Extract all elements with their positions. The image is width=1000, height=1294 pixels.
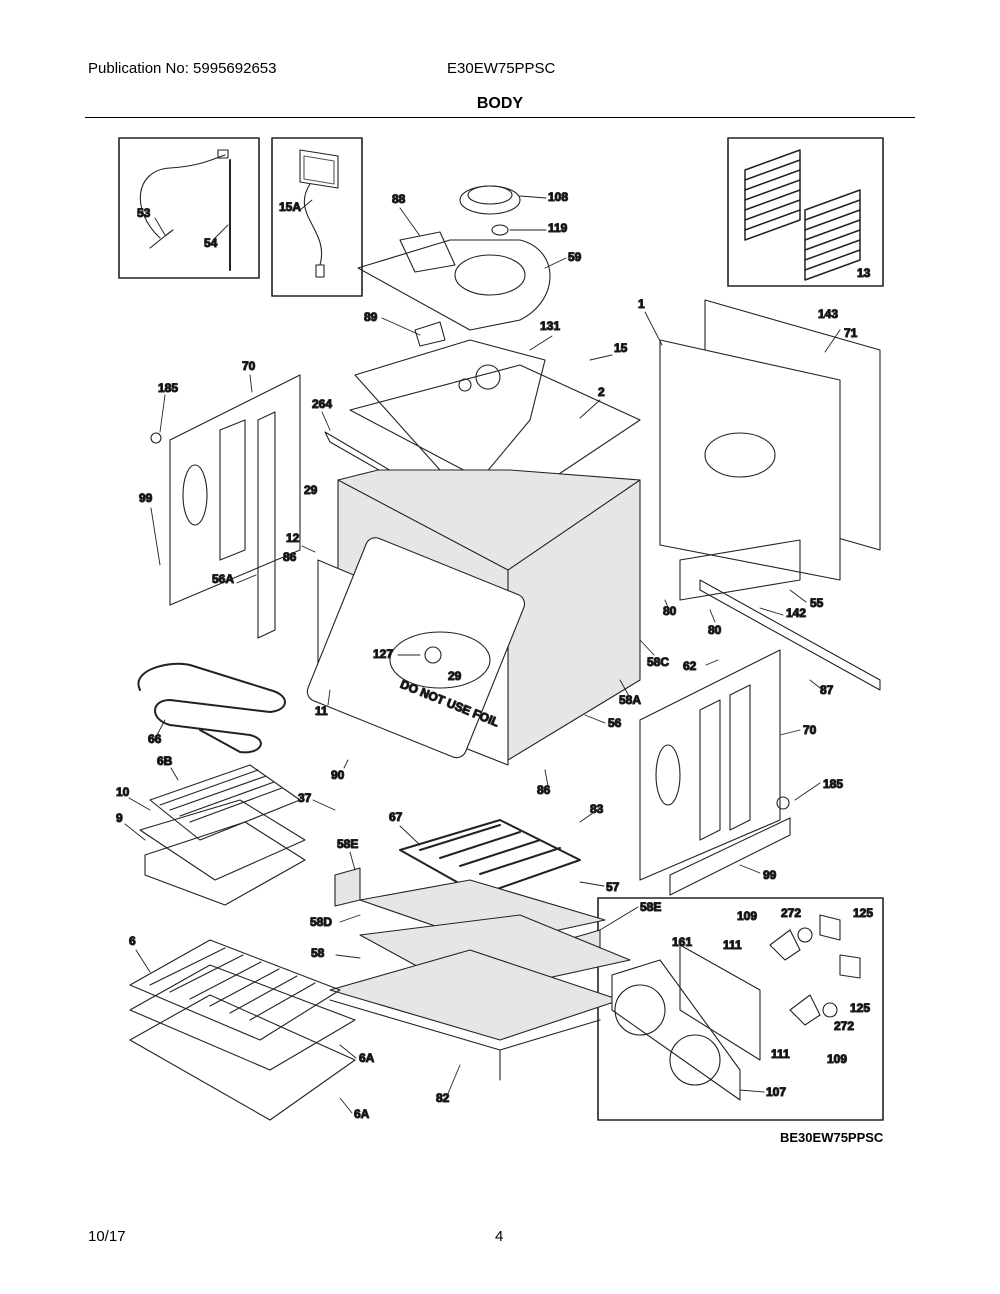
diagram-code: BE30EW75PPSC bbox=[780, 1130, 884, 1145]
callout-58c: 58C bbox=[647, 655, 669, 669]
callout-62: 62 bbox=[683, 659, 697, 673]
control-module-drawing bbox=[299, 149, 339, 278]
callout-143: 143 bbox=[818, 307, 838, 321]
callout-10: 10 bbox=[116, 785, 130, 799]
callout-58e-left: 58E bbox=[337, 837, 358, 851]
callout-6b: 6B bbox=[157, 754, 173, 768]
callout-125-lower: 125 bbox=[850, 1001, 870, 1015]
callout-88: 88 bbox=[392, 192, 406, 206]
callout-1: 1 bbox=[638, 297, 645, 311]
callout-89: 89 bbox=[364, 310, 378, 324]
callout-66: 66 bbox=[148, 732, 162, 746]
broil-element-drawing bbox=[137, 662, 286, 754]
callout-6a-lower: 6A bbox=[354, 1107, 370, 1121]
rack-supports-drawing bbox=[744, 149, 861, 281]
callout-6: 6 bbox=[129, 934, 136, 948]
callout-82: 82 bbox=[436, 1091, 450, 1105]
blower-assembly-drawing bbox=[357, 185, 551, 347]
rear-panel-drawing bbox=[659, 299, 881, 691]
callout-9: 9 bbox=[116, 811, 123, 825]
footer-date: 10/17 bbox=[88, 1228, 126, 1245]
bottom-assembly-drawing bbox=[329, 867, 631, 1081]
callout-15a: 15A bbox=[279, 200, 301, 214]
callout-71: 71 bbox=[844, 326, 858, 340]
callout-131: 131 bbox=[540, 319, 560, 333]
callout-185-left: 185 bbox=[158, 381, 178, 395]
callout-13: 13 bbox=[857, 266, 871, 280]
callout-57: 57 bbox=[606, 880, 620, 894]
callout-142: 142 bbox=[786, 606, 806, 620]
callout-111-upper: 111 bbox=[723, 938, 742, 952]
bake-element-drawing bbox=[399, 819, 581, 896]
callout-2: 2 bbox=[598, 385, 605, 399]
callout-127: 127 bbox=[373, 647, 393, 661]
callout-6a-upper: 6A bbox=[359, 1051, 375, 1065]
callout-272-upper: 272 bbox=[781, 906, 801, 920]
callout-109-lower: 109 bbox=[827, 1052, 847, 1066]
side-panel-left-drawing bbox=[150, 374, 301, 639]
page-number: 4 bbox=[495, 1228, 504, 1245]
callout-53: 53 bbox=[137, 206, 151, 220]
oven-cavity-drawing bbox=[306, 469, 641, 766]
callout-86-upper: 86 bbox=[283, 550, 297, 564]
callout-56: 56 bbox=[608, 716, 622, 730]
callout-15: 15 bbox=[614, 341, 628, 355]
leader-lines bbox=[124, 195, 841, 1114]
callout-125-upper: 125 bbox=[853, 906, 873, 920]
callout-58a: 58A bbox=[619, 693, 641, 707]
callout-29-upper: 29 bbox=[304, 483, 318, 497]
callout-70-right: 70 bbox=[803, 723, 817, 737]
callout-185-right: 185 bbox=[823, 777, 843, 791]
side-panel-right-drawing bbox=[639, 649, 791, 896]
page-title: BODY bbox=[476, 95, 524, 112]
callout-80-lower: 80 bbox=[708, 623, 722, 637]
callout-107: 107 bbox=[766, 1085, 786, 1099]
callout-109-upper: 109 bbox=[737, 909, 757, 923]
callout-29-lower: 29 bbox=[448, 669, 462, 683]
inset-box-module bbox=[271, 137, 363, 297]
header-rule bbox=[85, 117, 915, 118]
callout-272-lower: 272 bbox=[834, 1019, 854, 1033]
callout-264: 264 bbox=[312, 397, 332, 411]
callout-37: 37 bbox=[298, 791, 312, 805]
callout-111-lower: 111 bbox=[771, 1047, 790, 1061]
publication-number: Publication No: 5995692653 bbox=[88, 60, 277, 77]
callout-54: 54 bbox=[204, 236, 218, 250]
callout-56a: 56A bbox=[212, 572, 234, 586]
meat-probe-drawing bbox=[139, 149, 231, 271]
callout-55: 55 bbox=[810, 596, 824, 610]
callout-58e-right: 58E bbox=[640, 900, 661, 914]
convection-fan-drawing bbox=[611, 914, 861, 1101]
inset-box-probe bbox=[118, 137, 260, 279]
callout-70-left: 70 bbox=[242, 359, 256, 373]
callout-87: 87 bbox=[820, 683, 834, 697]
callout-99-right: 99 bbox=[763, 868, 777, 882]
callout-80-upper: 80 bbox=[663, 604, 677, 618]
callout-12: 12 bbox=[286, 531, 300, 545]
oven-rack-drawing bbox=[139, 764, 306, 906]
callout-67: 67 bbox=[389, 810, 403, 824]
callout-161: 161 bbox=[672, 935, 692, 949]
callout-99-left: 99 bbox=[139, 491, 153, 505]
callout-11: 11 bbox=[315, 704, 328, 718]
callout-58d: 58D bbox=[310, 915, 332, 929]
model-number: E30EW75PPSC bbox=[447, 60, 556, 77]
callout-108: 108 bbox=[548, 190, 568, 204]
callout-58: 58 bbox=[311, 946, 325, 960]
callout-119: 119 bbox=[548, 221, 568, 235]
inset-box-convection-fan bbox=[597, 897, 884, 1121]
callout-86-lower: 86 bbox=[537, 783, 551, 797]
inset-box-rack-supports bbox=[727, 137, 884, 287]
callout-90: 90 bbox=[331, 768, 345, 782]
callout-59: 59 bbox=[568, 250, 582, 264]
extension-racks-drawing bbox=[129, 939, 356, 1121]
